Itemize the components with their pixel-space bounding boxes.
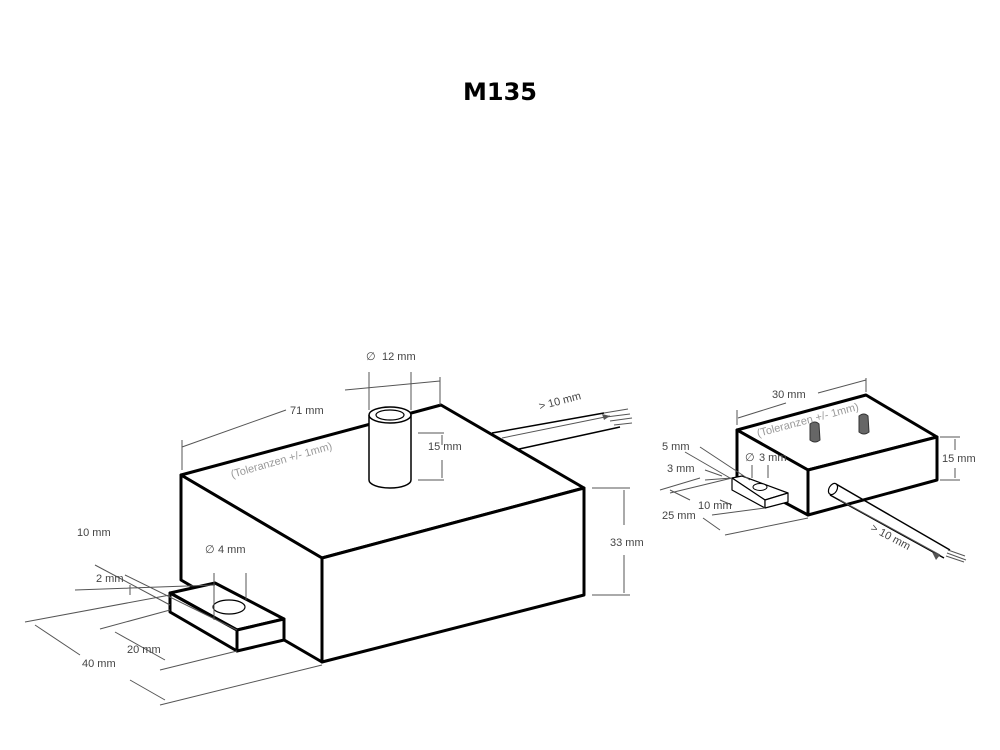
drawing-title: M135 xyxy=(463,78,537,106)
large-cable-length-label: > 10 mm xyxy=(538,390,583,413)
small-tab-width-label: 10 mm xyxy=(698,500,732,512)
large-post-diameter-label: 12 mm xyxy=(382,351,416,363)
small-tab-thickness-label: 3 mm xyxy=(667,463,695,475)
diameter-symbol-icon: ∅ xyxy=(745,452,755,464)
small-length-label: 30 mm xyxy=(772,389,806,401)
large-height-label: 33 mm xyxy=(610,537,644,549)
large-tab-thickness-label: 2 mm xyxy=(96,573,124,585)
small-width-label: 25 mm xyxy=(662,510,696,522)
large-width-label: 40 mm xyxy=(82,658,116,670)
large-tab-hole-label: 4 mm xyxy=(218,544,246,556)
small-knob-left xyxy=(809,421,821,443)
small-tab-hole-label: 3 mm xyxy=(759,452,787,464)
large-length-label: 71 mm xyxy=(290,405,324,417)
diameter-symbol-icon: ∅ xyxy=(205,544,215,556)
small-height-label: 15 mm xyxy=(942,453,976,465)
large-post xyxy=(368,406,412,489)
small-tab-depth-label: 5 mm xyxy=(662,441,690,453)
large-cable xyxy=(491,408,633,452)
diameter-symbol-icon: ∅ xyxy=(366,351,376,363)
large-box-front-face xyxy=(320,486,586,664)
large-device: (Toleranzen +/- 1mm) 71 mm 12 mm ∅ 15 mm… xyxy=(24,351,644,706)
small-device: (Toleranzen +/- 1mm) 30 mm 15 mm ∅ 3 mm … xyxy=(659,378,976,563)
small-box-front-face xyxy=(806,435,939,517)
small-mounting-tab xyxy=(731,475,789,509)
large-tab-depth-label: 10 mm xyxy=(77,527,111,539)
small-knob-right xyxy=(858,413,870,435)
large-post-height-label: 15 mm xyxy=(428,441,462,453)
large-tab-width-label: 20 mm xyxy=(127,644,161,656)
